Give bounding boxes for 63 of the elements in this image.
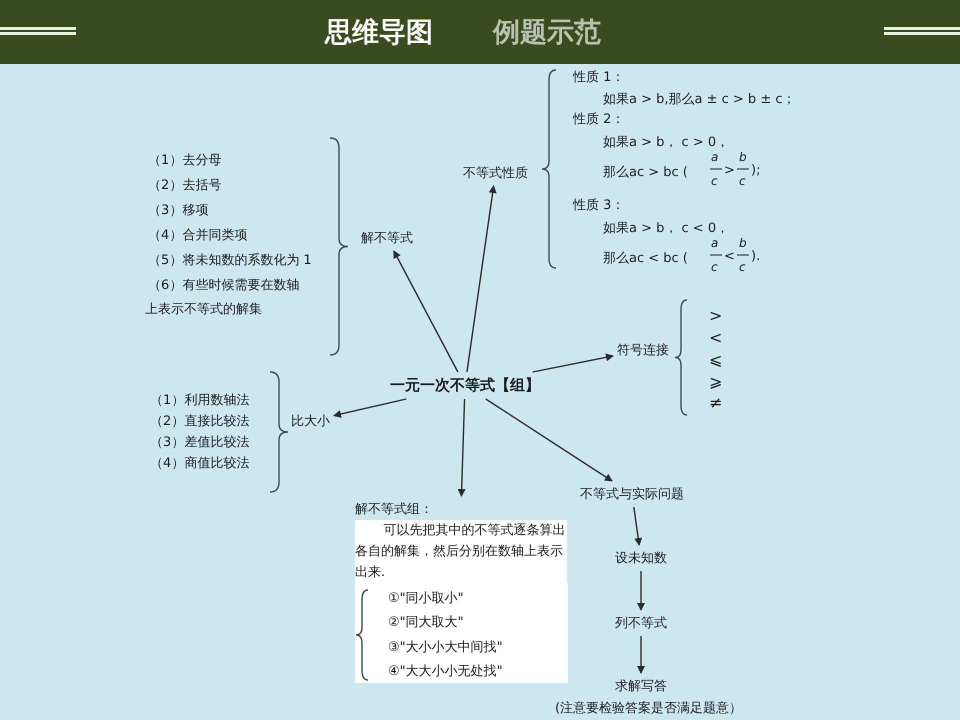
symbol-label: ⩽ bbox=[709, 350, 722, 369]
text-label: ); bbox=[751, 163, 760, 178]
text-label: 那么ac > bc ( bbox=[603, 164, 688, 181]
node-label: 不等式性质 bbox=[463, 165, 528, 182]
text-label: a bbox=[711, 236, 718, 250]
text-label: ②"同大取大" bbox=[388, 614, 464, 631]
text-label: c bbox=[711, 260, 718, 274]
node-label: 解不等式组： bbox=[355, 501, 434, 518]
node-label: 一元一次不等式【组】 bbox=[390, 376, 540, 395]
text-label: （2）直接比较法 bbox=[150, 413, 250, 430]
text-label: 性质 2： bbox=[573, 111, 624, 128]
text-block: 可以先把其中的不等式逐条算出各自的解集，然后分别在数轴上表示出来. bbox=[355, 520, 567, 583]
text-label: 上表示不等式的解集 bbox=[145, 301, 262, 318]
arrow bbox=[485, 398, 613, 482]
symbol-label: ≠ bbox=[709, 393, 722, 412]
node-label: 比大小 bbox=[291, 413, 330, 430]
text-label: 那么ac < bc ( bbox=[603, 250, 688, 267]
text-label: c bbox=[711, 174, 718, 188]
text-label: （4）商值比较法 bbox=[150, 455, 250, 472]
arrow bbox=[633, 506, 642, 546]
text-label: ). bbox=[751, 249, 760, 264]
arrow bbox=[637, 571, 645, 611]
arrow bbox=[637, 636, 645, 674]
text-label: （4）合并同类项 bbox=[148, 227, 248, 244]
node-label: 设未知数 bbox=[615, 550, 667, 567]
text-label: c bbox=[739, 174, 746, 188]
node-label: 不等式与实际问题 bbox=[580, 486, 684, 503]
text-label: b bbox=[739, 150, 747, 164]
arrow bbox=[532, 353, 614, 373]
text-label: b bbox=[739, 236, 747, 250]
text-label: 性质 1： bbox=[573, 69, 624, 86]
text-label: ④"大大小小无处找" bbox=[388, 663, 503, 680]
node-label: 符号连接 bbox=[617, 342, 669, 359]
text-label: a bbox=[711, 150, 718, 164]
text-label: ①"同小取小" bbox=[388, 590, 464, 607]
text-label: （5）将未知数的系数化为 1 bbox=[148, 252, 312, 269]
symbol-label: < bbox=[709, 328, 722, 347]
text-label: （1）利用数轴法 bbox=[150, 392, 250, 409]
arrow bbox=[466, 185, 497, 372]
arrow bbox=[333, 398, 406, 418]
node-label: 求解写答 bbox=[615, 678, 667, 695]
text-label: （1）去分母 bbox=[148, 152, 222, 169]
text-label: 如果a > b， c < 0， bbox=[603, 220, 730, 237]
note: (注意要检验答案是否满足题意） bbox=[555, 700, 742, 717]
arrow bbox=[458, 398, 466, 497]
text-label: （3）移项 bbox=[148, 202, 208, 219]
symbol-label: ⩾ bbox=[709, 372, 722, 391]
text-label: （2）去括号 bbox=[148, 177, 222, 194]
text-label: 如果a > b,那么a ± c > b ± c； bbox=[603, 91, 796, 108]
text-label: （6）有些时候需要在数轴 bbox=[148, 277, 300, 294]
text-label: 性质 3： bbox=[573, 197, 624, 214]
node-label: 解不等式 bbox=[361, 230, 413, 247]
text-label: （3）差值比较法 bbox=[150, 434, 250, 451]
text-label: 如果a > b， c > 0， bbox=[603, 134, 730, 151]
title: 思维导图 bbox=[325, 16, 433, 50]
arrow bbox=[393, 250, 458, 372]
text-label: c bbox=[739, 260, 746, 274]
text-label: ③"大小小大中间找" bbox=[388, 639, 503, 656]
text-label: > bbox=[724, 163, 735, 178]
symbol-label: > bbox=[709, 306, 722, 325]
node-label: 列不等式 bbox=[615, 615, 667, 632]
subtitle: 例题示范 bbox=[493, 16, 601, 50]
text-label: < bbox=[724, 249, 735, 264]
